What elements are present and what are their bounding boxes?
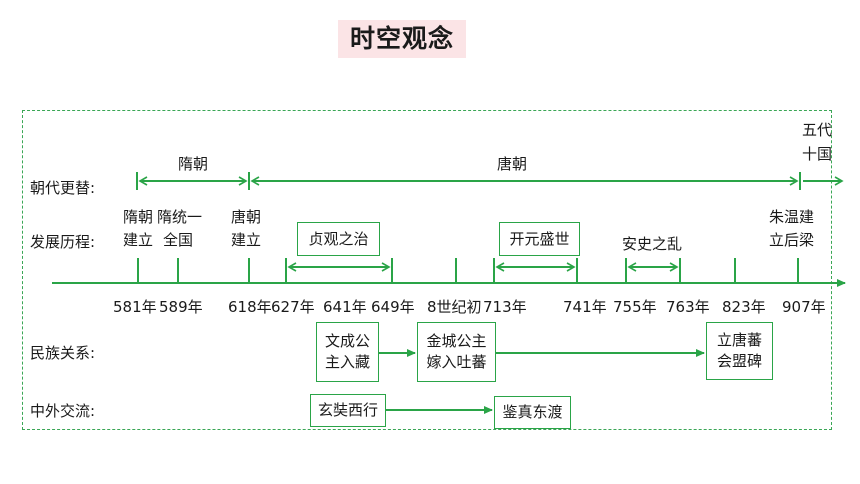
wencheng-box: 文成公 主入藏 bbox=[316, 322, 379, 382]
event-tang-founded-1: 唐朝 bbox=[231, 208, 262, 226]
xuanzang-box: 玄奘西行 bbox=[310, 394, 386, 427]
row-label-foreign: 中外交流: bbox=[30, 402, 96, 420]
jianzhen-box: 鉴真东渡 bbox=[494, 396, 571, 429]
event-houliang-1: 朱温建 bbox=[769, 208, 815, 226]
year-589: 589年 bbox=[159, 298, 203, 316]
event-houliang-2: 立后梁 bbox=[769, 231, 815, 249]
event-sui-founded-2: 建立 bbox=[123, 231, 154, 249]
alliance-box: 立唐蕃 会盟碑 bbox=[706, 322, 773, 380]
year-741: 741年 bbox=[563, 298, 607, 316]
five-dynasties-label: 五代 bbox=[802, 121, 833, 139]
kaiyuan-box: 开元盛世 bbox=[499, 222, 580, 256]
row-label-ethnic: 民族关系: bbox=[30, 344, 96, 362]
year-713: 713年 bbox=[483, 298, 527, 316]
year-907: 907年 bbox=[782, 298, 826, 316]
timeline-frame bbox=[22, 110, 832, 430]
year-823: 823年 bbox=[722, 298, 766, 316]
wencheng-line-1: 文成公 bbox=[324, 332, 370, 350]
zhenguan-box: 贞观之治 bbox=[297, 222, 380, 256]
year-649: 649年 bbox=[371, 298, 415, 316]
jincheng-line-2: 嫁入吐蕃 bbox=[426, 353, 487, 371]
year-8th-century: 8世纪初 bbox=[427, 298, 482, 316]
alliance-line-2: 会盟碑 bbox=[716, 352, 762, 370]
page-title: 时空观念 bbox=[338, 20, 466, 58]
year-755: 755年 bbox=[613, 298, 657, 316]
year-581: 581年 bbox=[113, 298, 157, 316]
year-763: 763年 bbox=[666, 298, 710, 316]
row-label-dynasty: 朝代更替: bbox=[30, 179, 96, 197]
wencheng-line-2: 主入藏 bbox=[324, 353, 370, 371]
jincheng-line-1: 金城公主 bbox=[426, 332, 487, 350]
event-tang-founded-2: 建立 bbox=[231, 231, 262, 249]
row-label-development: 发展历程: bbox=[30, 233, 96, 251]
year-618: 618年 bbox=[228, 298, 272, 316]
alliance-line-1: 立唐蕃 bbox=[716, 331, 762, 349]
event-sui-unify-2: 全国 bbox=[163, 231, 194, 249]
dynasty-sui-label: 隋朝 bbox=[178, 155, 209, 173]
dynasty-tang-label: 唐朝 bbox=[497, 155, 528, 173]
event-anshi: 安史之乱 bbox=[622, 235, 683, 253]
event-sui-founded-1: 隋朝 bbox=[123, 208, 154, 226]
year-627: 627年 bbox=[271, 298, 315, 316]
ten-kingdoms-label: 十国 bbox=[802, 145, 833, 163]
year-641: 641年 bbox=[323, 298, 367, 316]
jincheng-box: 金城公主 嫁入吐蕃 bbox=[417, 322, 496, 382]
event-sui-unify-1: 隋统一 bbox=[157, 208, 203, 226]
